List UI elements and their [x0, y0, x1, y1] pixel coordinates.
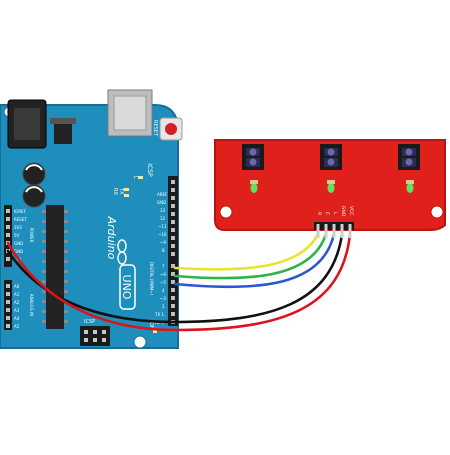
ir-sensor-center	[320, 144, 342, 193]
wire-blue	[173, 232, 336, 289]
mounting-hole	[219, 205, 233, 219]
mounting-hole	[430, 205, 444, 219]
wire-red	[6, 232, 352, 332]
pin-vcc-label: VCC	[348, 206, 354, 215]
wire-yellow	[173, 232, 320, 271]
rx-label: RX	[112, 188, 118, 195]
sensor-pin-labels: R C L GND VCC	[316, 206, 354, 217]
pin-1-label: TX 1	[154, 312, 164, 317]
a1-label: A1	[14, 292, 20, 297]
analog-header	[4, 280, 12, 330]
pin-13-label: 13	[160, 208, 166, 213]
a3-label: A3	[14, 308, 20, 313]
gnd2-label: GND	[14, 249, 23, 254]
ioref-label: IOREF	[14, 209, 27, 214]
reset-label: RESET	[152, 120, 158, 137]
aref-pin-label: AREF	[157, 192, 168, 197]
pin-12-label: 12	[160, 216, 166, 221]
pin-gnd-label: GND	[340, 206, 346, 217]
indicator-led	[327, 183, 335, 193]
digital-label: DIGITAL (PWM~)	[149, 262, 154, 296]
analog-pin-labels: A0 A1 A2 A3 A4 A5	[14, 284, 20, 329]
a5-label: A5	[14, 324, 20, 329]
reset-pin-label: RESET	[14, 217, 27, 222]
voltage-regulator-tab	[50, 118, 76, 124]
arduino-brand: Arduino	[105, 216, 118, 260]
capacitor	[22, 184, 46, 208]
ir-sensor-right	[398, 144, 420, 193]
usb-connector-inner	[113, 95, 147, 131]
l-label: L	[132, 176, 138, 179]
digital-header	[168, 176, 178, 326]
gnd-pin-label: GND	[157, 200, 166, 205]
uno-logo: UNO	[119, 264, 136, 310]
pin-10-label: ~10	[158, 232, 167, 237]
a2-label: A2	[14, 300, 20, 305]
on-label: ON	[148, 322, 154, 330]
a0-label: A0	[14, 284, 20, 289]
capacitor	[22, 162, 46, 186]
5v-label: 5V	[14, 233, 20, 238]
indicator-led	[406, 183, 414, 193]
pin-9-label: ~9	[160, 240, 166, 245]
voltage-regulator	[54, 122, 72, 144]
wire-green	[173, 232, 328, 280]
a4-label: A4	[14, 316, 20, 321]
uno-text: UNO	[120, 275, 133, 300]
analog-header-pins[interactable]	[6, 284, 10, 328]
digital-header-pins[interactable]	[171, 180, 175, 324]
power-label: POWER	[29, 228, 34, 243]
chip-pins	[42, 210, 68, 323]
pin-2-label: 2	[162, 304, 165, 309]
tx-label: TX	[118, 187, 124, 195]
analog-label: ANALOG IN	[29, 294, 34, 316]
icsp-header	[80, 326, 110, 346]
microcontroller-chip	[46, 205, 64, 329]
gnd1-label: GND	[14, 241, 23, 246]
arduino-infinity-logo	[117, 239, 127, 265]
rx-led	[124, 194, 129, 197]
dc-power-jack-inner	[14, 108, 40, 140]
pin-r-label: R	[316, 212, 322, 215]
on-led	[153, 330, 157, 333]
3v3-label: 3V3	[14, 225, 22, 230]
line-sensor-module: R C L GND VCC	[214, 139, 446, 238]
wires	[6, 232, 352, 332]
reset-button-cap[interactable]	[165, 123, 177, 135]
ir-sensor-left	[242, 144, 264, 193]
pin-8-label: 8	[162, 248, 165, 253]
pin-c-label: C	[324, 212, 330, 215]
l-led	[138, 176, 143, 179]
mounting-hole	[133, 335, 147, 349]
pin-6-label: ~6	[160, 272, 166, 277]
pin-7-label: 7	[162, 264, 165, 269]
sensor-pin-header[interactable]	[314, 222, 354, 238]
icsp-label-bottom: ICSP	[84, 319, 95, 325]
pin-4-label: 4	[162, 288, 165, 293]
pin-l-label: L	[332, 212, 338, 215]
pin-5-label: ~5	[160, 280, 166, 285]
indicator-led	[250, 183, 258, 193]
icsp-label-top: ICSP	[146, 163, 153, 177]
tx-led	[124, 188, 129, 191]
pin-3-label: ~3	[160, 296, 166, 301]
pin-11-label: ~11	[158, 224, 167, 229]
